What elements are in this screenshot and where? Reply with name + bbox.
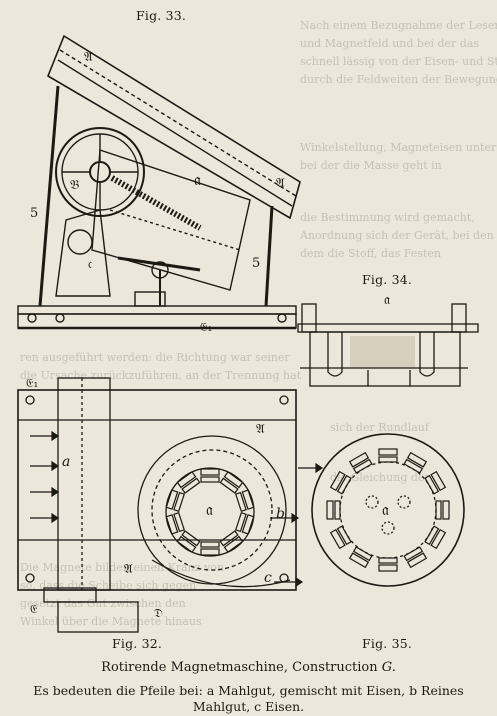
caption-title-variant: G. [381,660,396,675]
label-5-right: 5 [252,256,261,271]
caption-legend-line2: Mahlgut, c Eisen. [192,699,305,714]
label-A-fig32: 𝔄 [256,422,265,437]
magnet-segment-inner [424,474,440,495]
magnet-segment-inner [219,477,239,494]
magnet-segment-inner [200,541,220,548]
magnet-segment [430,528,447,550]
magnet-segment [241,489,255,510]
fig35-magnet-ring [326,448,450,572]
magnet-segment [200,548,220,556]
fig32-drawing [17,377,297,633]
label-B: 𝔅 [70,178,80,193]
magnet-segment [348,451,370,468]
magnet-segment-inner [219,530,239,547]
magnet-segment [430,470,447,492]
magnet-segment [378,448,398,456]
fig32-magnet-ring [165,468,255,556]
fig32-label: Fig. 32. [112,636,163,651]
flow-arrows [30,430,324,588]
caption-legend-line1: Es bedeuten die Pfeile bei: a Mahlgut, g… [33,683,464,698]
label-a-lower-fig32: a [62,454,71,470]
magnet-segment-inner [234,491,247,513]
magnet-segment [326,500,334,520]
magnet-segment-inner [234,511,247,533]
magnet-segment [223,535,244,553]
label-a-fig32: 𝔞 [206,500,214,519]
label-5-left: 5 [30,206,39,221]
fig34-label: Fig. 34. [362,272,413,287]
magnet-segment-inner [378,456,398,463]
label-E1-fig33: 𝔈₁ [200,320,213,334]
label-a-fig35: 𝔞 [382,500,390,519]
label-A-right: 𝔄 [276,176,285,191]
magnet-segment [200,468,220,476]
fig35-label: Fig. 35. [362,636,413,651]
label-D: 𝔇 [154,606,164,620]
label-A-lower-fig32: 𝔄 [124,562,133,577]
magnet-segment-inner [352,458,373,474]
magnet-segment [378,564,398,572]
magnet-segment-inner [336,474,352,495]
magnet-segment [406,552,428,569]
magnet-segment-inner [200,476,220,483]
magnet-segment [329,470,346,492]
fig33-label: Fig. 33. [136,8,187,23]
magnet-segment-inner [181,530,201,547]
fig33-drawing [17,34,301,330]
magnet-segment [176,471,197,489]
caption-title: Rotirende Magnetmaschine, Construction G… [0,660,497,675]
magnet-segment [165,489,179,510]
magnet-segment-inner [173,491,186,513]
magnet-segment-inner [424,525,440,546]
label-E1-fig32: 𝔈₁ [26,376,39,390]
label-c: c [264,570,273,586]
magnet-segment-inner [173,511,186,533]
label-a-drum: 𝔞 [194,170,202,189]
magnet-segment-inner [181,477,201,494]
magnet-segment-inner [435,500,442,520]
label-a-fig34: 𝔞 [384,292,391,308]
magnet-segment [329,528,346,550]
caption-title-main: Rotirende Magnetmaschine, Construction [101,660,382,675]
magnet-segment [165,514,179,535]
magnet-segment-inner [403,546,424,562]
label-A-top: 𝔄 [84,50,93,65]
magnet-segment [406,451,428,468]
label-b: b [276,506,286,522]
magnet-segment [348,552,370,569]
magnet-segment [176,535,197,553]
magnet-segment [442,500,450,520]
magnet-segment-inner [336,525,352,546]
fig34-drawing [297,303,479,387]
magnet-segment-inner [352,546,373,562]
magnet-segment-inner [334,500,341,520]
magnet-segment-inner [378,557,398,564]
label-E-fig32: 𝔈 [30,602,38,616]
magnet-segment [241,514,255,535]
label-C: 𝔠 [88,256,93,272]
magnet-segment [223,471,244,489]
magnet-segment-inner [403,458,424,474]
